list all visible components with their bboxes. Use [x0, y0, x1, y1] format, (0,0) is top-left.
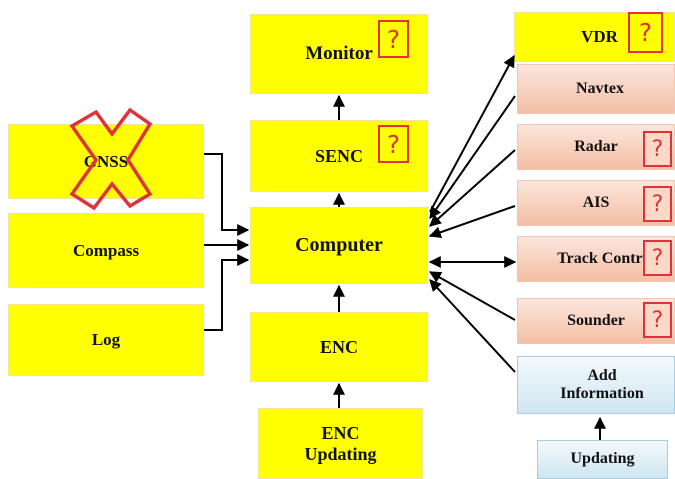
- question-mark-icon: ?: [378, 125, 409, 163]
- navtex-label: Navtex: [576, 79, 624, 97]
- navtex-to-computer-arrow: [429, 95, 516, 219]
- sounder-label: Sounder: [567, 311, 625, 329]
- gnss-box: GNSS: [8, 124, 204, 199]
- gnss-label: GNSS: [83, 151, 129, 171]
- radar-label: Radar: [574, 137, 618, 155]
- sounder-to-computer-arrow: [428, 271, 516, 321]
- radar-to-computer-arrow: [429, 149, 516, 227]
- enc-label: ENC: [319, 336, 358, 357]
- enc-updating-box: ENC Updating: [258, 408, 423, 479]
- log-label: Log: [91, 330, 121, 350]
- ais-to-computer-arrow: [428, 205, 516, 239]
- senc-label: SENC: [314, 145, 363, 166]
- question-mark-icon: ?: [628, 12, 663, 53]
- compass-box: Compass: [8, 213, 204, 288]
- add-information-to-computer-arrow: [429, 279, 516, 373]
- vdr-label: VDR: [581, 27, 618, 47]
- navtex-box: Navtex: [517, 64, 675, 114]
- computer-to-vdr-arrow: [429, 54, 515, 213]
- question-mark-icon: ?: [643, 186, 672, 222]
- computer-box: Computer: [250, 207, 428, 284]
- question-mark-icon: ?: [378, 20, 409, 58]
- question-mark-icon: ?: [643, 240, 672, 276]
- track-control-label: Track Control: [557, 249, 655, 267]
- updating-label: Updating: [570, 450, 635, 468]
- question-mark-icon: ?: [643, 131, 672, 167]
- compass-label: Compass: [72, 240, 140, 260]
- gnss-to-computer-arrow: [204, 153, 250, 236]
- log-box: Log: [8, 304, 204, 376]
- updating-box: Updating: [537, 440, 668, 479]
- log-to-computer-arrow: [204, 254, 250, 331]
- ais-label: AIS: [582, 193, 610, 211]
- enc-updating-label: ENC Updating: [304, 422, 377, 464]
- question-mark-icon: ?: [643, 302, 672, 338]
- add-information-box: Add Information: [517, 356, 675, 414]
- vdr-box: VDR: [514, 12, 675, 62]
- enc-box: ENC: [250, 312, 428, 382]
- monitor-label: Monitor: [305, 43, 373, 65]
- add-information-label: Add Information: [560, 366, 644, 402]
- computer-label: Computer: [295, 234, 383, 256]
